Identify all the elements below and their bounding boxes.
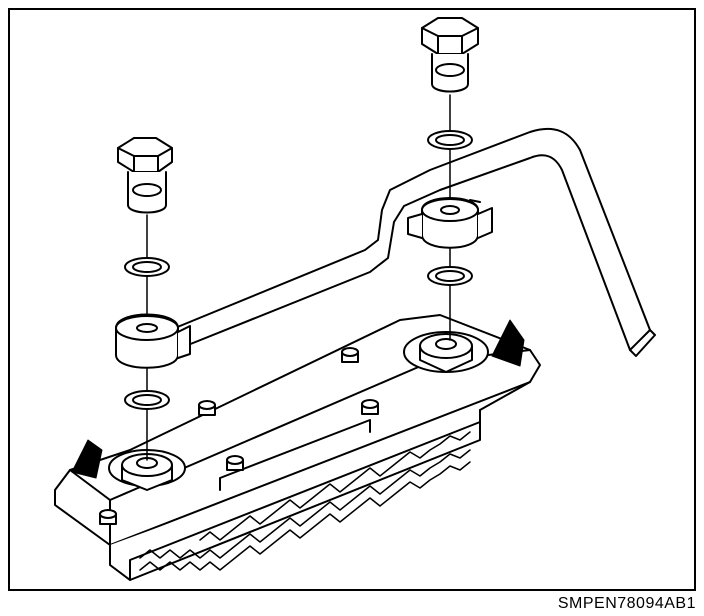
cooler-port-nut [108,449,186,491]
oil-cooler [54,314,541,581]
banjo-fitting [407,197,493,249]
oil-cooler-diagram [54,17,656,581]
figure-reference-code: SMPEN78094AB1 [557,595,696,612]
figure-frame [8,8,696,591]
oil-line-pipe [174,127,656,357]
cooler-port-nut [403,331,489,373]
mounting-bolt [99,347,379,525]
banjo-bolt-right [421,17,479,93]
sealing-washer [124,130,473,410]
direction-arrow [71,319,525,479]
banjo-bolt-left [117,137,173,214]
banjo-fitting [115,313,191,369]
